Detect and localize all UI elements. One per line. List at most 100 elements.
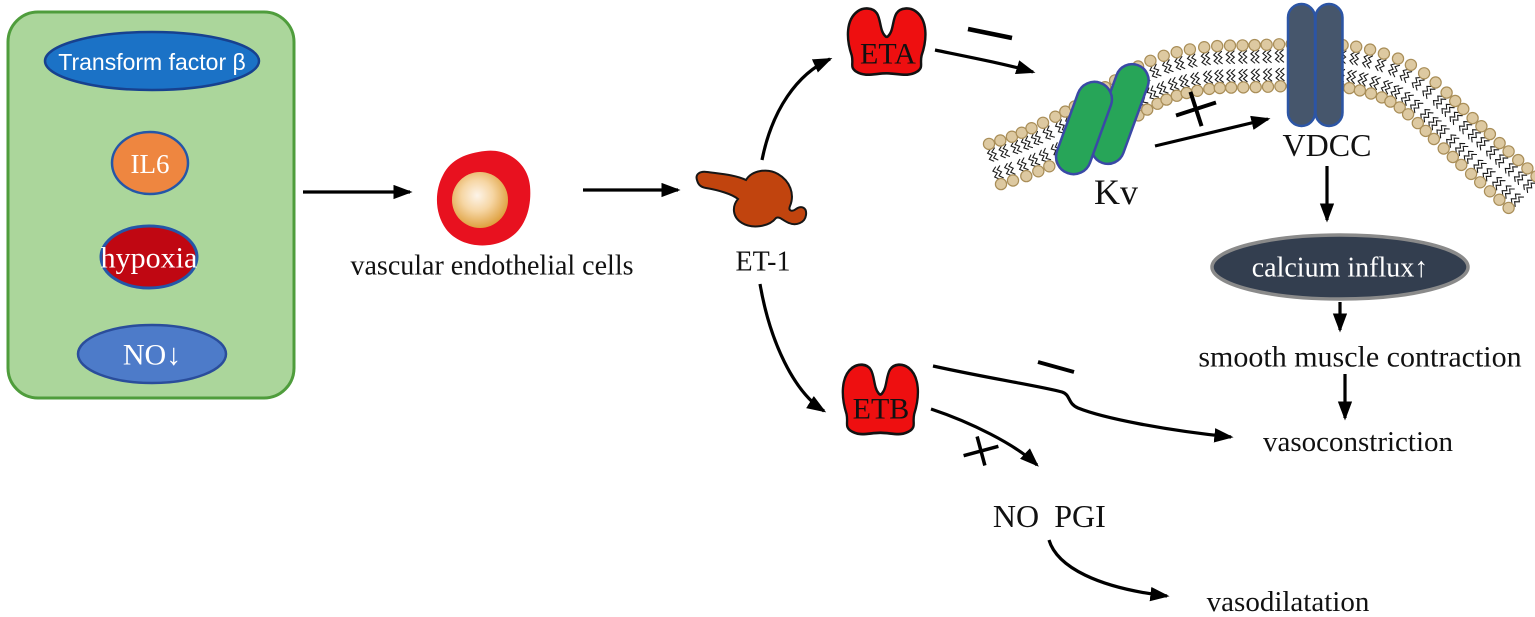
lipid-tail	[1230, 69, 1236, 83]
lipid-head	[1248, 38, 1261, 52]
lipid-tail	[1517, 174, 1528, 185]
lipid-head	[1144, 54, 1157, 68]
lipid-tail	[1476, 162, 1487, 174]
lipid-tail	[1167, 78, 1176, 92]
lipid-tail	[1473, 159, 1484, 171]
lipid-tail	[1262, 49, 1268, 64]
lipid-tail	[1368, 75, 1377, 89]
lipid-tail	[1186, 54, 1194, 68]
lipid-tail	[1463, 150, 1474, 162]
lipid-tail	[1217, 50, 1223, 65]
arrow-nopgi-to-vasodilatation	[1047, 539, 1170, 602]
lipid-tail	[1482, 168, 1493, 179]
lipid-head	[1197, 41, 1211, 54]
lipid-tail	[1504, 188, 1515, 199]
lipid-tail	[1178, 75, 1186, 89]
lipid-tail	[1394, 87, 1404, 100]
transform-factor-beta-label: Transform factor β	[58, 49, 245, 75]
lipid-head	[1457, 102, 1470, 116]
lipid-head	[1049, 110, 1062, 123]
lipid-tail	[1446, 134, 1457, 145]
lipid-tail	[1042, 127, 1052, 140]
lipid-head	[1455, 158, 1468, 172]
lipid-tail	[1458, 121, 1470, 132]
lipid-tail	[1420, 109, 1431, 120]
lipid-tail	[1387, 63, 1397, 76]
lipid-tail	[1350, 70, 1357, 84]
lipid-head	[1210, 39, 1224, 53]
lipid-tail	[1242, 68, 1248, 83]
lipid-tail	[1349, 51, 1356, 65]
lipid-tail	[1476, 137, 1487, 148]
lipid-tail	[1242, 50, 1248, 64]
lipid-head	[1502, 201, 1515, 215]
lipid-tail	[1042, 147, 1052, 161]
lipid-tail	[1204, 51, 1211, 66]
lipid-head	[1249, 80, 1262, 94]
lipid-tail	[1449, 111, 1460, 123]
transform-factor-beta-ellipse	[43, 30, 261, 92]
lipid-head	[1530, 170, 1535, 183]
lipid-tail	[1404, 94, 1414, 106]
plus-icon	[1175, 91, 1217, 127]
lipid-tail	[990, 147, 999, 161]
lipid-head	[1446, 150, 1460, 164]
lipid-tail	[1374, 58, 1383, 72]
lipid-tail	[1489, 149, 1500, 160]
hypoxia-ellipse	[99, 224, 199, 290]
vdcc-label: VDCC	[1283, 127, 1372, 163]
pgi-label: PGI	[1054, 498, 1106, 534]
lipid-head	[1391, 52, 1405, 65]
vdcc-pill-left	[1286, 2, 1317, 128]
lipid-head	[1025, 121, 1038, 135]
no-down-ellipse	[76, 323, 228, 385]
lipid-tail	[1038, 149, 1048, 163]
arrow-et1-to-etb	[758, 283, 827, 413]
lipid-head	[1411, 116, 1425, 130]
lipid-tail	[1254, 49, 1260, 64]
lipid-head	[1521, 162, 1534, 175]
etb-label: ETB	[853, 393, 910, 426]
lipid-tail	[1274, 49, 1280, 63]
plus-vertical-stroke	[1188, 91, 1204, 127]
lipid-head	[1261, 80, 1275, 93]
kv-label: Kv	[1094, 172, 1138, 212]
lipid-tail	[1010, 141, 1019, 155]
lipid-tail	[992, 166, 1000, 180]
arrow-et1-to-eta	[760, 57, 833, 161]
lipid-tail	[1254, 68, 1261, 83]
lipid-head	[1203, 82, 1216, 96]
lipid-tail	[1449, 137, 1460, 148]
lipid-tail	[1279, 67, 1285, 82]
lipid-head	[1429, 76, 1442, 89]
lipid-tail	[1436, 125, 1447, 136]
lipid-tail	[1030, 132, 1040, 146]
lipid-tail	[1150, 85, 1160, 98]
lipid-tail	[1441, 103, 1452, 115]
vdcc-pill-right	[1314, 2, 1344, 128]
lipid-head	[1160, 93, 1173, 106]
lipid-head	[994, 177, 1008, 191]
lipid-tail	[1361, 54, 1369, 68]
lipid-tail	[1200, 52, 1207, 66]
lipid-head	[1377, 47, 1391, 60]
kv-channel	[1054, 62, 1150, 176]
lipid-tail	[1218, 69, 1224, 83]
lipid-head	[1349, 40, 1363, 53]
no-down-label: NO↓	[123, 339, 181, 372]
lipid-tail	[1373, 77, 1381, 91]
lipid-tail	[1250, 68, 1256, 83]
lipid-head	[1473, 176, 1487, 189]
lipid-head	[1157, 49, 1170, 63]
lipid-head	[1343, 81, 1356, 95]
lipid-tail	[1501, 185, 1512, 196]
lipid-head	[1272, 38, 1286, 51]
lipid-tail	[1400, 92, 1411, 104]
lipid-head	[1466, 111, 1479, 125]
lipid-tail	[1422, 85, 1433, 97]
lipid-tail	[1455, 142, 1466, 154]
calcium-influx-label: calcium influx↑	[1252, 253, 1429, 284]
lipid-tail	[1378, 59, 1387, 73]
lipid-tail	[1207, 70, 1214, 84]
calcium-influx-ellipse	[1210, 233, 1470, 301]
